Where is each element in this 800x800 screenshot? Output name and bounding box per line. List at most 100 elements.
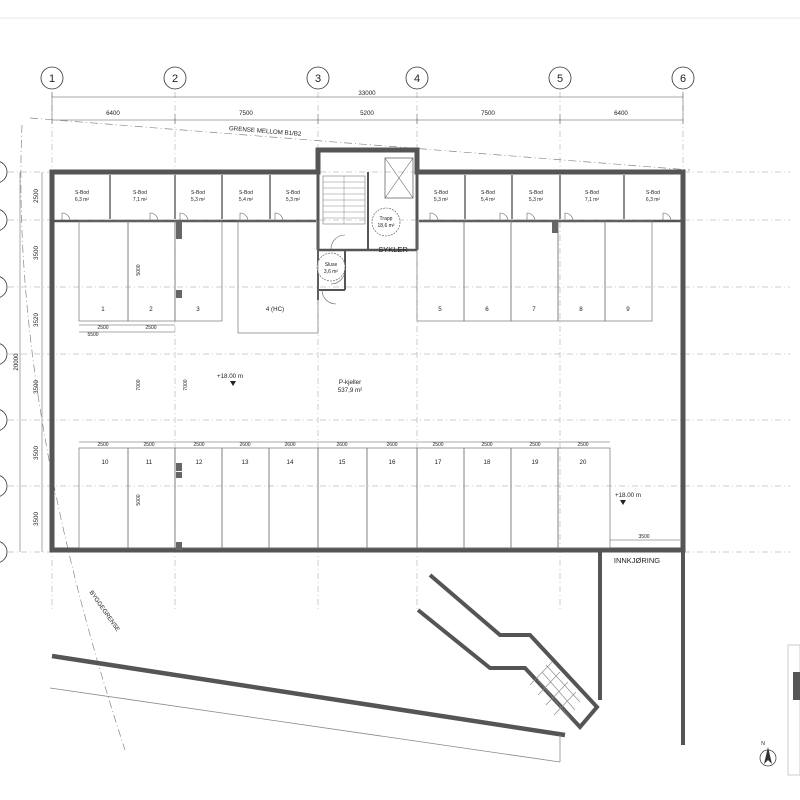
storage-9-name: S-Bod: [585, 190, 599, 196]
dim-seg-1: 6400: [106, 110, 120, 117]
storage-7-name: S-Bod: [481, 190, 495, 196]
left-dimensions: 20000 2500 3500 3520 3500 3500 3500: [13, 172, 43, 552]
dim-space-width-1: 2500: [97, 325, 108, 331]
storage-3-name: S-Bod: [191, 190, 205, 196]
parking-space-13: 13: [242, 459, 249, 466]
dim-bottom-10: 2500: [529, 442, 540, 448]
title-block: [787, 644, 800, 776]
dim-row-5: 3500: [33, 446, 40, 460]
parking-space-11: 11: [146, 459, 153, 466]
storage-8-name: S-Bod: [529, 190, 543, 196]
hall-labels: P-kjeller 537,9 m² +18.00 m +18.00 m: [217, 373, 641, 505]
storage-1-area: 6,3 m²: [75, 197, 90, 203]
stair-name: Trapp: [380, 216, 393, 222]
space-dimensions: 2500 2500 5500 5000 7000 7000 5000 2500 …: [79, 264, 680, 541]
parking-space-4: 4 (HC): [266, 306, 284, 313]
dim-driveway: 5500: [87, 332, 98, 338]
parking-space-5: 5: [438, 306, 442, 313]
storage-10-name: S-Bod: [646, 190, 660, 196]
parking-space-2: 2: [149, 306, 153, 313]
dim-bottom-2: 2500: [143, 442, 154, 448]
dim-row-3: 3520: [33, 313, 40, 327]
parking-space-8: 8: [579, 306, 583, 313]
parking-space-6: 6: [485, 306, 489, 313]
stair-area: 18,6 m²: [378, 223, 395, 229]
parking-space-3: 3: [196, 306, 200, 313]
dim-space-width-2: 2500: [145, 325, 156, 331]
dim-row-1: 2500: [33, 189, 40, 203]
retaining-wall: [49, 653, 566, 763]
level-marker-2: [620, 500, 626, 505]
sluice-name: Sluse: [325, 262, 338, 268]
north-label: N: [761, 741, 765, 747]
hall-area: 537,9 m²: [338, 387, 362, 394]
stair-core: Trapp 18,6 m² SYKLER: [322, 157, 414, 254]
dim-bottom-4: 2600: [239, 442, 250, 448]
storage-8-area: 5,3 m²: [529, 197, 544, 203]
dim-bottom-8: 2500: [432, 442, 443, 448]
hall-name: P-kjeller: [339, 379, 361, 386]
storage-6-name: S-Bod: [434, 190, 448, 196]
parking-space-16: 16: [389, 459, 396, 466]
parking-top-row: 1 2 3 4 (HC) 5 6 7 8 9: [78, 220, 653, 334]
storage-5-area: 5,3 m²: [286, 197, 301, 203]
grid-label-2: 2: [172, 73, 178, 85]
storage-10-area: 6,3 m²: [646, 197, 661, 203]
dim-bottom-1: 2500: [97, 442, 108, 448]
dim-seg-2: 7500: [239, 110, 253, 117]
title-block-mark: [793, 672, 800, 700]
grid-label-3: 3: [315, 73, 321, 85]
dim-aisle-mid: 7000: [183, 379, 189, 390]
storage-5-name: S-Bod: [286, 190, 300, 196]
dim-bottom-5: 2600: [284, 442, 295, 448]
boundary-label: GRENSE MELLOM B1/B2: [229, 125, 302, 138]
dim-row-2: 3500: [33, 246, 40, 260]
grid-label-4: 4: [414, 73, 420, 85]
parking-space-1: 1: [101, 306, 105, 313]
storage-3-area: 5,3 m²: [191, 197, 206, 203]
parking-space-20: 20: [580, 459, 587, 466]
parking-space-12: 12: [196, 459, 203, 466]
entrance-label: INNKJØRING: [614, 556, 660, 565]
entrance-ramp: INNKJØRING: [416, 550, 685, 745]
dim-bottom-11: 2500: [577, 442, 588, 448]
grid-label-5: 5: [557, 73, 563, 85]
dim-seg-4: 7500: [481, 110, 495, 117]
building-walls: [49, 147, 686, 553]
level-mark-1: +18.00 m: [217, 373, 243, 380]
dim-total-depth: 20000: [13, 353, 20, 371]
storage-4-name: S-Bod: [239, 190, 253, 196]
dim-entry: 3500: [638, 534, 649, 540]
storage-2-area: 7,1 m²: [133, 197, 148, 203]
north-arrow-icon: N: [759, 741, 777, 767]
top-dimensions: 33000 6400 7500 5200 7500 6400: [51, 90, 684, 124]
building-line-label: BYGGEGRENSE: [88, 589, 121, 632]
dim-row-6: 3500: [33, 512, 40, 526]
sluice-room: Sluse 3,6 m²: [316, 252, 346, 305]
dim-bottom-3: 2500: [193, 442, 204, 448]
parking-space-15: 15: [339, 459, 346, 466]
storage-9-area: 7,1 m²: [585, 197, 600, 203]
dim-depth-top: 5000: [136, 264, 142, 275]
dim-total-width: 33000: [358, 90, 376, 97]
parking-space-19: 19: [532, 459, 539, 466]
level-mark-2: +18.00 m: [615, 492, 641, 499]
parking-space-7: 7: [532, 306, 536, 313]
storage-1-name: S-Bod: [75, 190, 89, 196]
storage-2-name: S-Bod: [133, 190, 147, 196]
grid-label-6: 6: [680, 73, 686, 85]
dim-seg-5: 6400: [614, 110, 628, 117]
level-marker-1: [230, 381, 236, 386]
dim-bottom-6: 2600: [336, 442, 347, 448]
sluice-area: 3,6 m²: [324, 269, 339, 275]
property-boundary: GRENSE MELLOM B1/B2 BYGGEGRENSE: [20, 117, 691, 751]
parking-space-14: 14: [287, 459, 294, 466]
dim-seg-3: 5200: [360, 110, 374, 117]
storage-rooms: S-Bod 6,3 m² S-Bod 7,1 m² S-Bod 5,3 m² S…: [61, 175, 672, 222]
parking-space-18: 18: [484, 459, 491, 466]
dim-bottom-9: 2500: [481, 442, 492, 448]
dim-bottom-7: 2600: [386, 442, 397, 448]
dim-aisle-left: 7000: [136, 379, 142, 390]
storage-4-area: 5,4 m²: [239, 197, 254, 203]
